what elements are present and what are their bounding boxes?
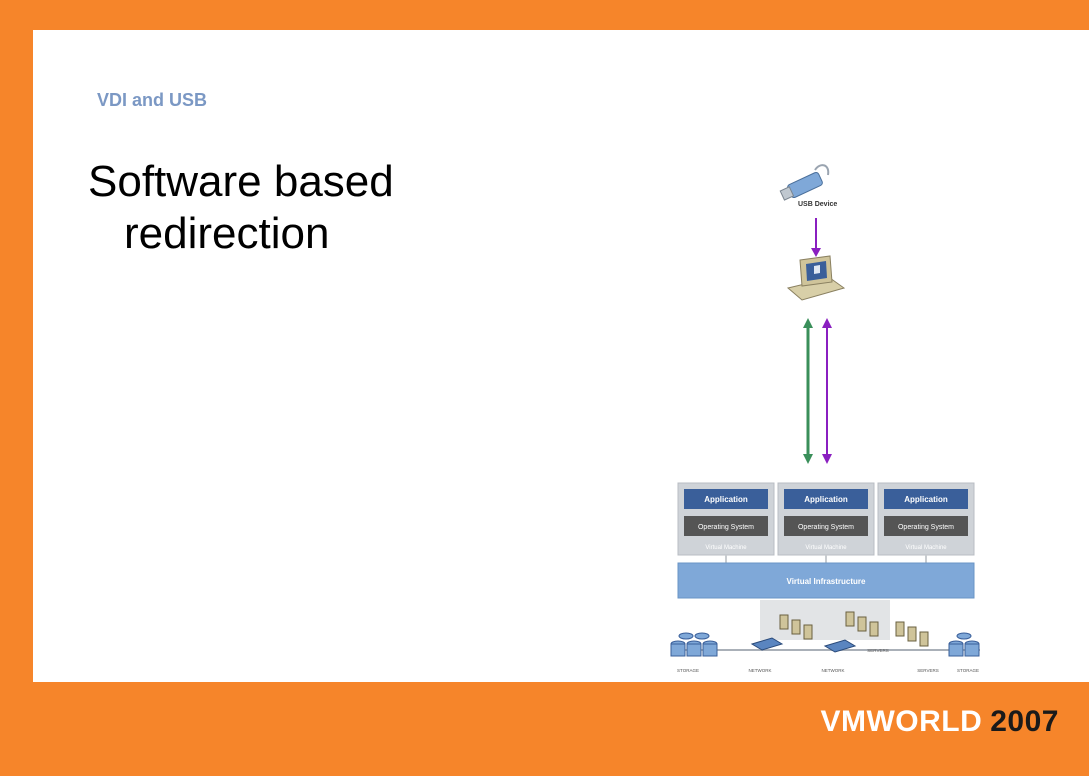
title-line-2: redirection <box>124 209 330 258</box>
vm-3-os: Operating System <box>898 524 954 531</box>
vm-3-application: Application <box>904 495 948 504</box>
virtual-infrastructure-bar: Virtual Infrastructure <box>677 562 975 599</box>
vm-1-application: Application <box>704 495 748 504</box>
vm-1-os: Operating System <box>698 524 754 531</box>
hw-label-4: SERVERS <box>867 648 888 653</box>
hw-label-2: NETWORK <box>749 668 772 673</box>
vm-2-application: Application <box>804 495 848 504</box>
slide-title: Software based redirection <box>88 156 394 260</box>
vm-2-os: Operating System <box>798 524 854 531</box>
hw-label-1: STORAGE <box>677 668 699 673</box>
hw-label-5: SERVERS <box>917 668 938 673</box>
hw-label-3: NETWORK <box>822 668 845 673</box>
vm-box-2: Application Operating System Virtual Mac… <box>777 482 875 556</box>
usb-device-label: USB Device <box>798 201 837 208</box>
vm-1-label: Virtual Machine <box>705 545 747 551</box>
hw-label-6: STORAGE <box>957 668 979 673</box>
vm-2-label: Virtual Machine <box>805 545 847 551</box>
vdi-usb-diagram: USB Device Application Operating System … <box>670 164 980 673</box>
usb-device-icon <box>779 164 830 201</box>
network-switch-icon <box>750 637 857 653</box>
vm-box-3: Application Operating System Virtual Mac… <box>877 482 975 556</box>
storage-icon-right <box>948 632 980 657</box>
brand-name: VMWORLD <box>820 705 983 738</box>
brand-year: 2007 <box>990 705 1059 738</box>
usb-redirection-arrow <box>822 318 832 464</box>
slide-subtitle: VDI and USB <box>97 90 208 110</box>
usb-to-client-arrow <box>811 218 821 257</box>
vm-3-label: Virtual Machine <box>905 545 947 551</box>
title-line-1: Software based <box>88 157 394 206</box>
display-protocol-arrow <box>803 318 813 464</box>
vm-box-1: Application Operating System Virtual Mac… <box>677 482 775 556</box>
client-computer-icon <box>786 255 846 301</box>
storage-icon <box>670 632 718 657</box>
hardware-layer: STORAGE NETWORK NETWORK SERVERS SERVERS … <box>670 600 980 673</box>
infra-label: Virtual Infrastructure <box>787 577 867 586</box>
server-icon <box>779 611 929 647</box>
